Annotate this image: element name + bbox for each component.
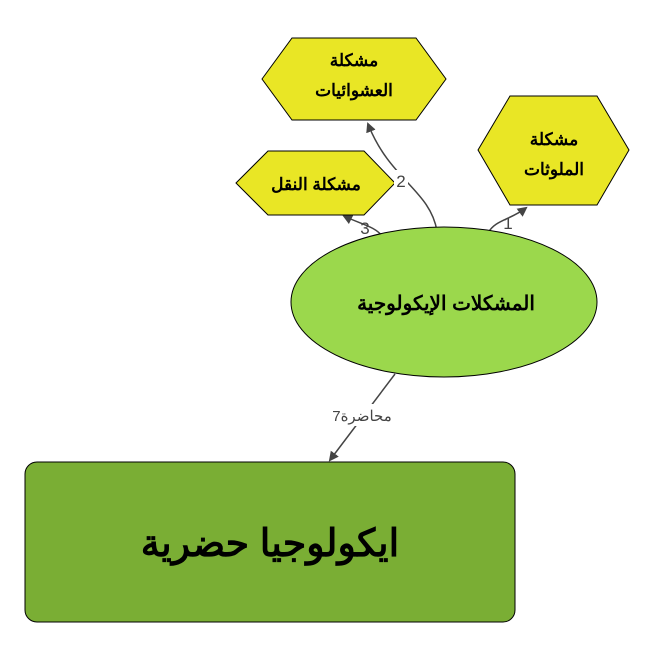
edge-label-1: 1 — [503, 214, 512, 233]
node-slums-line1: مشكلة — [330, 51, 378, 70]
edge-label-2: 2 — [396, 172, 405, 191]
node-transport-label: مشكلة النقل — [271, 175, 361, 194]
edge-label-lecture7: محاضرة7 — [332, 408, 392, 425]
node-pollutants-line2: الملوثات — [524, 160, 584, 180]
node-slums[interactable]: مشكلة العشوائيات — [261, 37, 447, 121]
node-transport[interactable]: مشكلة النقل — [235, 150, 396, 216]
node-pollutants-line1: مشكلة — [530, 130, 578, 149]
edge-to-slums — [366, 122, 438, 232]
node-root-label: ايكولوجيا حضرية — [141, 523, 399, 566]
hexagon-shape — [477, 95, 630, 206]
node-center[interactable]: المشكلات الإيكولوجية — [290, 226, 598, 378]
node-root[interactable]: ايكولوجيا حضرية — [24, 461, 516, 623]
rectangle-shape — [24, 461, 516, 623]
node-center-label: المشكلات الإيكولوجية — [357, 293, 535, 316]
hexagon-shape — [261, 37, 447, 121]
node-slums-line2: العشوائيات — [315, 81, 393, 101]
edge-label-3: 3 — [360, 219, 369, 238]
ellipse-shape — [290, 226, 598, 378]
node-pollutants[interactable]: مشكلة الملوثات — [477, 95, 630, 206]
